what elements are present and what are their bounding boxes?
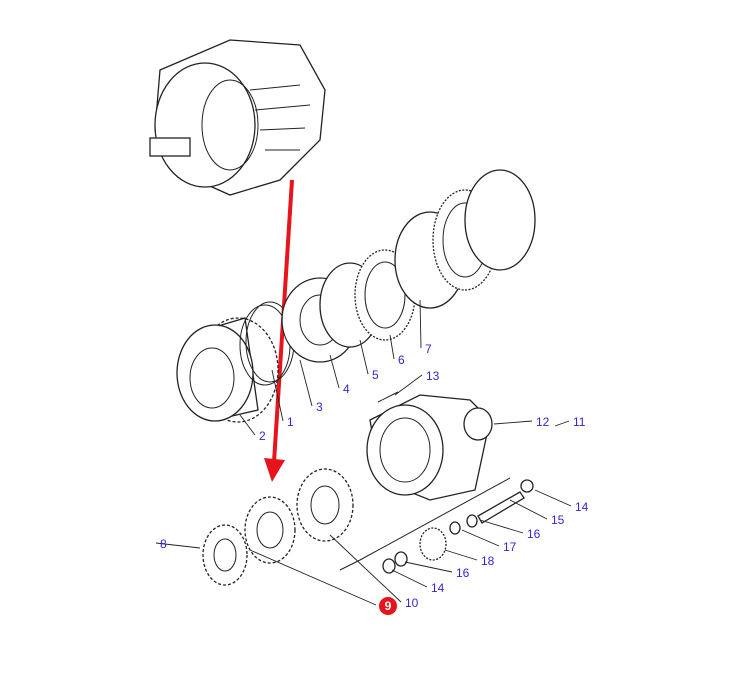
callout-label-2: 2 [259,429,266,443]
callout-label-18: 18 [481,554,495,568]
leader-line [271,369,284,422]
leader-line [479,519,524,534]
callout-label-16: 16 [456,566,470,580]
leader-line [359,339,369,375]
leader-line [404,561,453,573]
callout-label-3: 3 [316,400,323,414]
leader-line [444,549,478,561]
callout-label-4: 4 [343,382,350,396]
shaft-parts [339,477,534,574]
leader-line [554,420,570,427]
callout-label-16: 16 [527,527,541,541]
leader-line [419,299,422,349]
leader-line [394,374,423,396]
leader-line [249,549,377,606]
leader-line [534,489,572,507]
leader-line [329,354,340,389]
callout-label-10: 10 [405,596,419,610]
callout-label-12: 12 [536,415,550,429]
callout-label-14: 14 [431,581,445,595]
callout-label-6: 6 [398,353,405,367]
leader-line [329,534,402,603]
callout-label-14: 14 [575,500,589,514]
callout-label-1: 1 [287,415,294,429]
leader-line [389,334,395,360]
callout-label-13: 13 [426,369,440,383]
gear-drum-part-2 [176,317,279,423]
gears [202,468,354,586]
leader-line [391,569,428,588]
callout-label-11: 11 [573,415,586,429]
callout-label-5: 5 [372,368,379,382]
leader-line [493,420,533,425]
highlight-circle [379,597,397,615]
leader-line [155,542,201,549]
callout-label-8: 8 [160,537,167,551]
callout-label-15: 15 [551,513,565,527]
callout-label-9: 9 [385,599,392,613]
housing-part-11 [366,391,493,501]
leader-line [239,414,256,436]
leader-line [461,529,500,547]
leader-line [509,499,548,520]
callout-label-7: 7 [425,342,432,356]
callout-label-17: 17 [503,540,517,554]
clutch-plates [239,169,536,386]
leader-line [299,359,313,407]
transmission-assembly-illustration [149,39,326,196]
